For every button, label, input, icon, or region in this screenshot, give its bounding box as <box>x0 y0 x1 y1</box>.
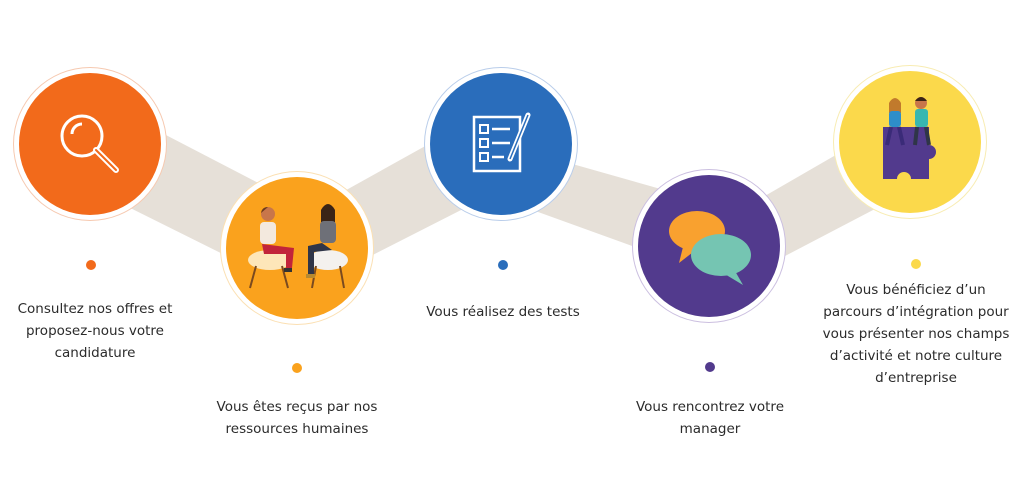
step-1-dot <box>86 260 96 270</box>
checklist-icon <box>466 109 536 179</box>
step-5-dot <box>911 259 921 269</box>
interview-people-icon <box>232 188 362 308</box>
magnifier-icon <box>50 104 130 184</box>
step-5-circle <box>834 66 986 218</box>
step-4-dot <box>705 362 715 372</box>
step-5-caption: Vous bénéficiez d’un parcours d’intégrat… <box>816 279 1016 389</box>
step-4-circle <box>633 170 785 322</box>
step-3-circle <box>425 68 577 220</box>
step-2-dot <box>292 363 302 373</box>
step-4-caption: Vous rencontrez votre manager <box>615 396 805 440</box>
step-3-dot <box>498 260 508 270</box>
step-2-circle <box>221 172 373 324</box>
step-1-caption: Consultez nos offres et proposez-nous vo… <box>0 298 190 364</box>
step-3-caption: Vous réalisez des tests <box>408 301 598 323</box>
step-2-caption: Vous êtes reçus par nos ressources humai… <box>202 396 392 440</box>
step-1-circle <box>14 68 166 220</box>
chat-bubbles-icon <box>659 201 759 291</box>
puzzle-team-icon <box>855 87 965 197</box>
